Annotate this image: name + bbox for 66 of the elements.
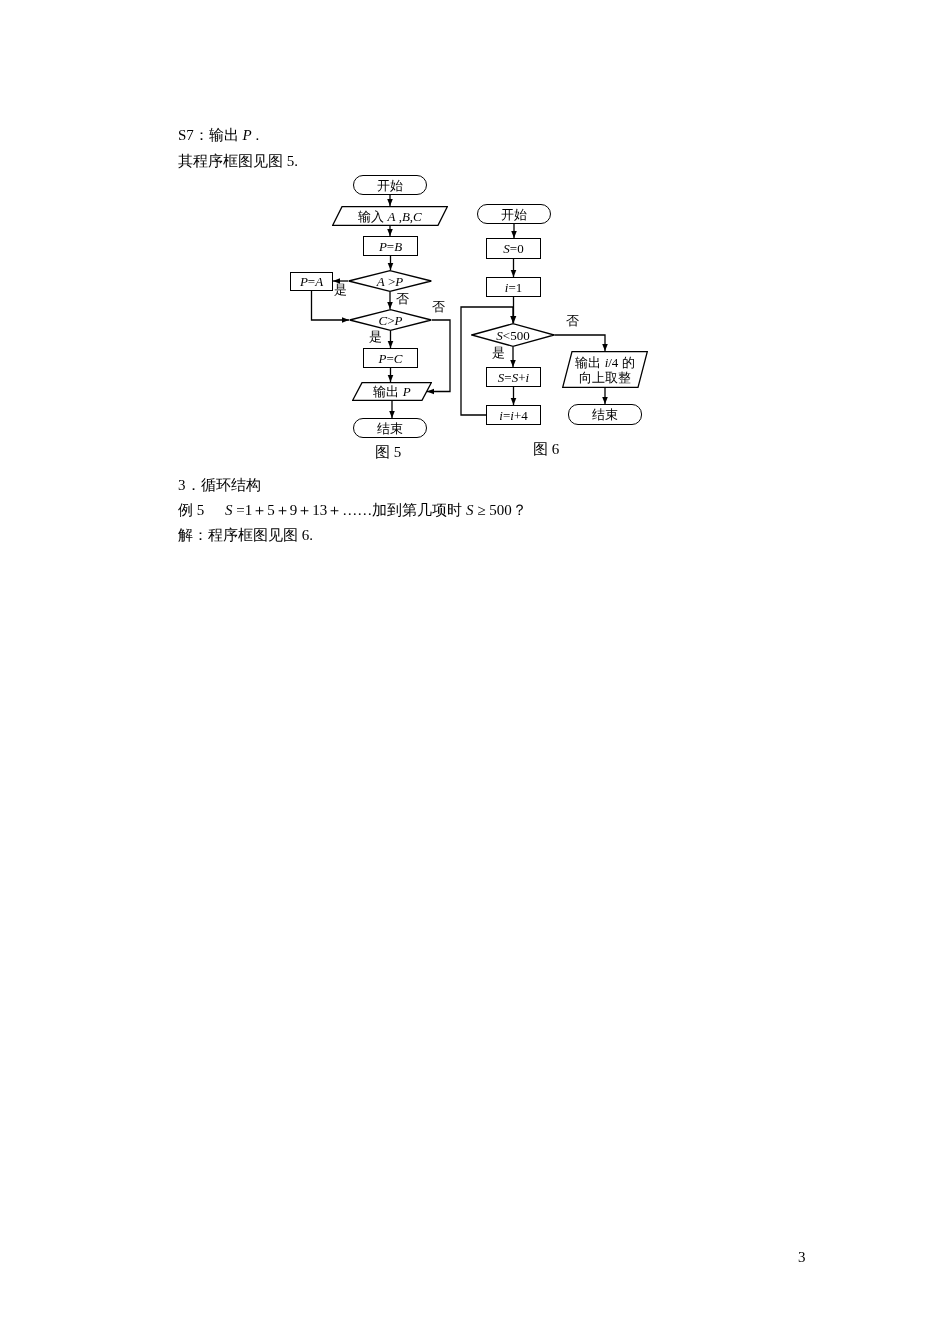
node-label: 输入 A ,B,C [358,208,422,224]
node-label: 输出 i/4 的向上取整 [575,354,635,385]
node-label: 开始 [501,206,527,222]
edge-label: 否 [432,300,445,314]
node-label: S<500 [496,327,530,343]
node-label: A >P [376,273,404,289]
process-box [363,236,418,256]
section-heading: 3．循环结构 [178,476,261,495]
output-parallelogram [562,351,648,388]
arrow [460,306,516,416]
node-label: 开始 [377,177,403,193]
edge-label: 是 [334,283,347,297]
start-terminal [477,204,551,224]
arrow [387,291,393,310]
arrow [389,400,395,419]
arrow [554,334,608,352]
arrow [387,194,393,207]
decision-diamond [471,323,555,347]
process-box [363,348,418,368]
edge-label: 是 [492,346,505,360]
node-label: i=1 [504,279,523,295]
body-text: 解：程序框图见图 6. [178,526,313,545]
end-terminal [568,404,642,425]
node-label: S=S+i [497,369,530,385]
arrow [426,319,451,395]
node-label: 结束 [377,420,403,436]
arrow [510,258,517,278]
arrow [511,223,517,239]
figure-caption: 图 5 [375,443,402,462]
example-number: 例 5 [178,501,205,520]
page-number: 3 [798,1248,806,1267]
arrow [387,255,394,271]
arrow [602,387,608,405]
node-label: P=B [378,238,403,254]
arrow [332,278,349,284]
process-box [486,367,541,387]
output-parallelogram [352,382,432,401]
body-text: 其程序框图见图 5. [178,152,298,171]
node-label: C>P [378,312,403,328]
node-label: 输出 P [373,384,411,399]
process-box [486,277,541,297]
arrow [310,290,350,323]
edge-label: 是 [369,330,382,344]
figure-caption: 图 6 [533,440,560,459]
edge-label: 否 [396,292,409,306]
edge-label: 否 [566,314,579,328]
start-terminal [353,175,427,195]
arrow [387,330,394,349]
decision-diamond [349,309,432,331]
end-terminal [353,418,427,438]
node-label: i=i+4 [499,407,528,423]
decision-diamond [348,270,432,292]
node-label: 结束 [592,407,618,422]
math-formula: S =1＋5＋9＋13＋……加到第几项时 S ≥ 500？ [225,501,527,520]
node-label: P=C [378,350,403,366]
node-label: S=0 [503,241,524,256]
node-label: P=A [299,274,324,289]
arrow [510,346,516,368]
body-text: S7：输出 P . [178,126,260,145]
process-box [486,238,541,259]
process-box [486,405,541,425]
arrow [387,367,394,383]
input-parallelogram [332,206,448,226]
arrow [387,225,393,237]
arrow [510,386,517,406]
process-box [290,272,333,291]
